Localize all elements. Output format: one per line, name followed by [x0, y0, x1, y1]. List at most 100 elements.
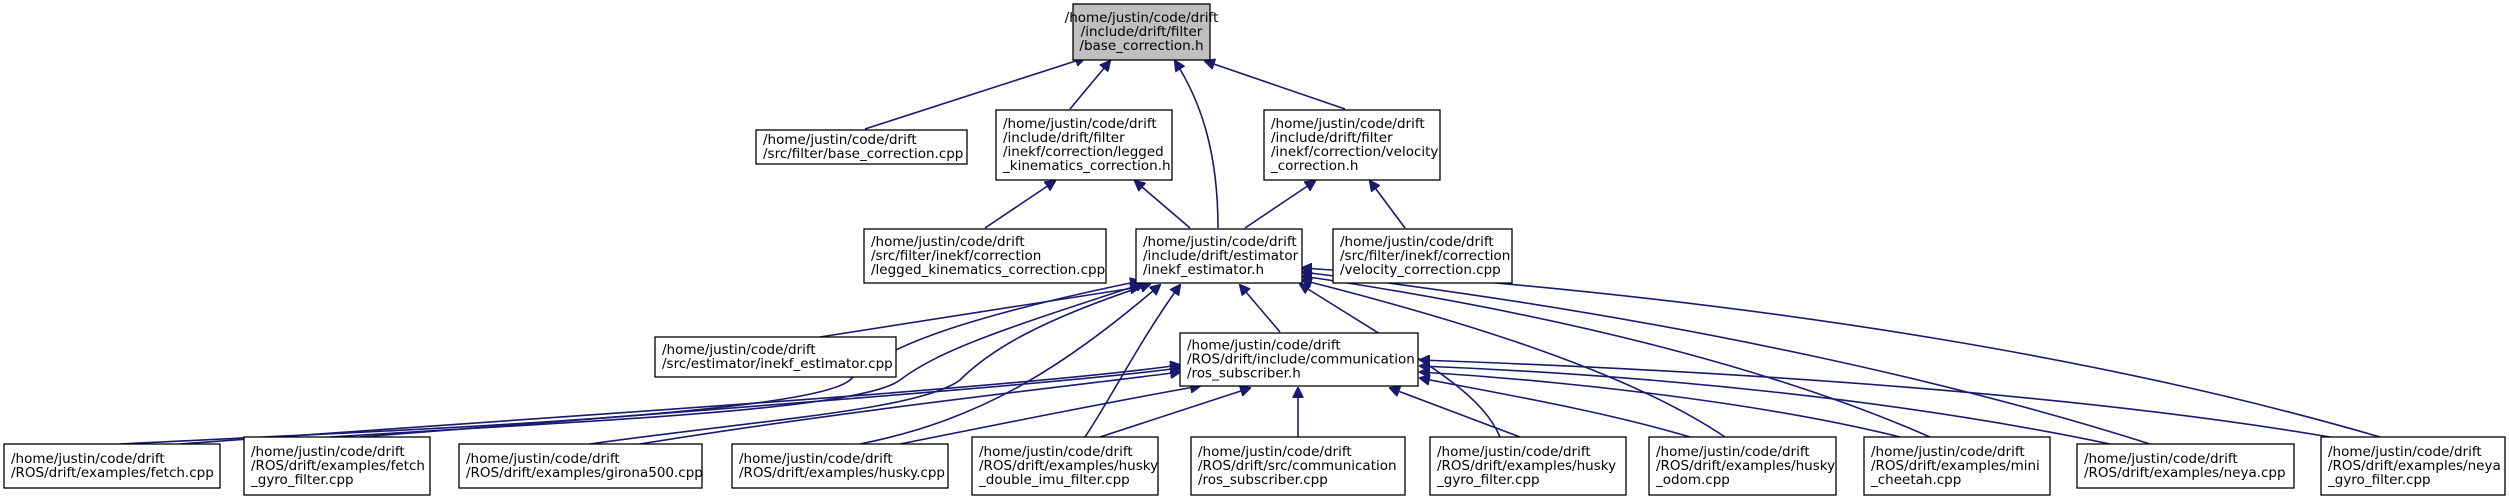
node-box — [654, 336, 897, 378]
node-label-line: /home/justin/code/drift — [1143, 234, 1297, 250]
edge-fetch-to-estimator_h — [119, 281, 1140, 445]
edge-neya-to-ros_sub_h — [1420, 366, 2111, 445]
node-base_cpp[interactable]: /home/justin/code/drift/src/filter/base_… — [755, 129, 968, 165]
node-label-line: /home/justin/code/drift — [1656, 444, 1810, 460]
node-ros_sub_cpp[interactable]: /home/justin/code/drift/ROS/drift/src/co… — [1190, 436, 1406, 496]
edge-husky_gyro-to-estimator_h — [1300, 284, 1501, 438]
node-label-line: /include/drift/filter — [1081, 24, 1203, 40]
node-label-line: /home/justin/code/drift — [1271, 116, 1425, 132]
node-label-line: /home/justin/code/drift — [739, 451, 893, 467]
node-neya_gyro[interactable]: /home/justin/code/drift/ROS/drift/exampl… — [2320, 436, 2506, 496]
edge-velocity_cpp-to-velocity_h — [1370, 181, 1406, 229]
node-box — [755, 129, 968, 165]
nodes-layer: /home/justin/code/drift/include/drift/fi… — [3, 3, 2506, 496]
edge-neya_gyro-to-estimator_h — [1302, 268, 2381, 438]
edge-neya_gyro-to-ros_sub_h — [1420, 360, 2331, 438]
node-neya[interactable]: /home/justin/code/drift/ROS/drift/exampl… — [2076, 443, 2295, 489]
node-label-line: _kinematics_correction.h — [1002, 158, 1171, 174]
node-label-line: /inekf/correction/legged — [1003, 144, 1164, 160]
edge-girona-to-estimator_h — [589, 284, 1150, 445]
node-box — [2076, 443, 2295, 489]
node-fetch_gyro[interactable]: /home/justin/code/drift/ROS/drift/exampl… — [243, 436, 431, 496]
node-box — [1263, 109, 1441, 181]
node-legged_h[interactable]: /home/justin/code/drift/include/drift/fi… — [995, 109, 1173, 181]
node-label-line: /home/justin/code/drift — [466, 451, 620, 467]
node-label-line: _double_imu_filter.cpp — [978, 472, 1130, 488]
node-label-line: /src/estimator/inekf_estimator.cpp — [662, 356, 893, 372]
node-label-line: _gyro_filter.cpp — [2327, 472, 2431, 488]
edge-fetch_gyro-to-estimator_h — [329, 283, 1145, 438]
edge-estimator_h-to-legged_h — [1135, 181, 1191, 229]
node-label-line: /include/drift/estimator — [1143, 248, 1299, 264]
node-label-line: /home/justin/code/drift — [1198, 444, 1352, 460]
edge-husky-to-estimator_h — [859, 285, 1160, 445]
node-label-line: /ROS/drift/examples/husky — [979, 458, 1158, 474]
node-husky[interactable]: /home/justin/code/drift/ROS/drift/exampl… — [731, 443, 949, 489]
node-label-line: /ROS/drift/examples/husky — [1656, 458, 1835, 474]
node-label-line: /home/justin/code/drift — [251, 444, 405, 460]
node-box — [1135, 228, 1303, 284]
node-label-line: _cheetah.cpp — [1870, 472, 1961, 488]
node-box — [243, 436, 431, 496]
node-label-line: /home/justin/code/drift — [979, 444, 1133, 460]
node-label-line: /home/justin/code/drift — [1065, 10, 1219, 26]
edge-estimator_h-to-velocity_h — [1244, 181, 1315, 229]
node-girona[interactable]: /home/justin/code/drift/ROS/drift/exampl… — [458, 443, 703, 489]
edge-legged_cpp-to-legged_h — [984, 181, 1055, 229]
node-label-line: /home/justin/code/drift — [1187, 338, 1341, 354]
edge-estimator_h-to-root — [1175, 61, 1219, 229]
node-legged_cpp[interactable]: /home/justin/code/drift/src/filter/inekf… — [863, 228, 1107, 284]
edge-base_cpp-to-root — [864, 58, 1085, 130]
node-label-line: /home/justin/code/drift — [662, 342, 816, 358]
node-label-line: /ROS/drift/examples/girona500.cpp — [466, 465, 703, 481]
node-label-line: /ROS/drift/include/communication — [1187, 352, 1415, 368]
node-box — [971, 436, 1159, 496]
edge-mini_cheetah-to-estimator_h — [1302, 276, 1931, 438]
node-label-line: /inekf/correction/velocity — [1271, 144, 1438, 160]
edge-husky_dbl-to-ros_sub_h — [1099, 388, 1250, 438]
node-label-line: /inekf_estimator.h — [1143, 262, 1264, 278]
node-velocity_cpp[interactable]: /home/justin/code/drift/src/filter/inekf… — [1332, 228, 1513, 284]
node-fetch[interactable]: /home/justin/code/drift/ROS/drift/exampl… — [3, 443, 221, 489]
node-mini_cheetah[interactable]: /home/justin/code/drift/ROS/drift/exampl… — [1863, 436, 2051, 496]
node-label-line: /ROS/drift/examples/fetch.cpp — [11, 465, 214, 481]
node-velocity_h[interactable]: /home/justin/code/drift/include/drift/fi… — [1263, 109, 1441, 181]
node-label-line: /src/filter/base_correction.cpp — [763, 146, 963, 162]
node-label-line: _odom.cpp — [1655, 472, 1730, 488]
node-husky_gyro[interactable]: /home/justin/code/drift/ROS/drift/exampl… — [1429, 436, 1627, 496]
edge-mini_cheetah-to-ros_sub_h — [1420, 372, 1901, 438]
node-box — [1179, 332, 1419, 387]
node-label-line: /ROS/drift/examples/fetch — [251, 458, 425, 474]
node-box — [1072, 3, 1211, 61]
node-box — [863, 228, 1107, 284]
node-estimator_h[interactable]: /home/justin/code/drift/include/drift/es… — [1135, 228, 1303, 284]
edge-fetch-to-ros_sub_h — [179, 365, 1180, 445]
node-box — [1863, 436, 2051, 496]
node-label-line: /home/justin/code/drift — [1340, 234, 1494, 250]
node-box — [1648, 436, 1837, 496]
node-root[interactable]: /home/justin/code/drift/include/drift/fi… — [1065, 3, 1219, 61]
edge-husky_odom-to-ros_sub_h — [1420, 378, 1691, 438]
node-label-line: _correction.h — [1270, 158, 1358, 174]
node-label-line: /ros_subscriber.cpp — [1198, 472, 1328, 488]
edges-layer — [119, 58, 2381, 445]
edge-husky-to-ros_sub_h — [899, 386, 1200, 445]
node-box — [731, 443, 949, 489]
node-label-line: /src/filter/inekf/correction — [1340, 248, 1510, 264]
node-ros_sub_h[interactable]: /home/justin/code/drift/ROS/drift/includ… — [1179, 332, 1419, 387]
node-husky_odom[interactable]: /home/justin/code/drift/ROS/drift/exampl… — [1648, 436, 1837, 496]
edge-husky_gyro-to-ros_sub_h — [1390, 388, 1521, 438]
edge-neya-to-estimator_h — [1302, 272, 2151, 445]
node-estimator_cpp[interactable]: /home/justin/code/drift/src/estimator/in… — [654, 336, 897, 378]
node-label-line: /base_correction.h — [1079, 38, 1203, 54]
node-box — [1429, 436, 1627, 496]
edge-ros_sub_h-to-estimator_h — [1240, 285, 1281, 333]
node-label-line: /ROS/drift/examples/neya — [2328, 458, 2501, 474]
node-label-line: /home/justin/code/drift — [1437, 444, 1591, 460]
node-husky_dbl[interactable]: /home/justin/code/drift/ROS/drift/exampl… — [971, 436, 1159, 496]
node-label-line: /src/filter/inekf/correction — [871, 248, 1041, 264]
node-box — [2320, 436, 2506, 496]
node-label-line: /velocity_correction.cpp — [1340, 262, 1501, 278]
node-label-line: _gyro_filter.cpp — [1436, 472, 1540, 488]
edge-estimator_cpp-to-estimator_h — [819, 287, 1140, 338]
